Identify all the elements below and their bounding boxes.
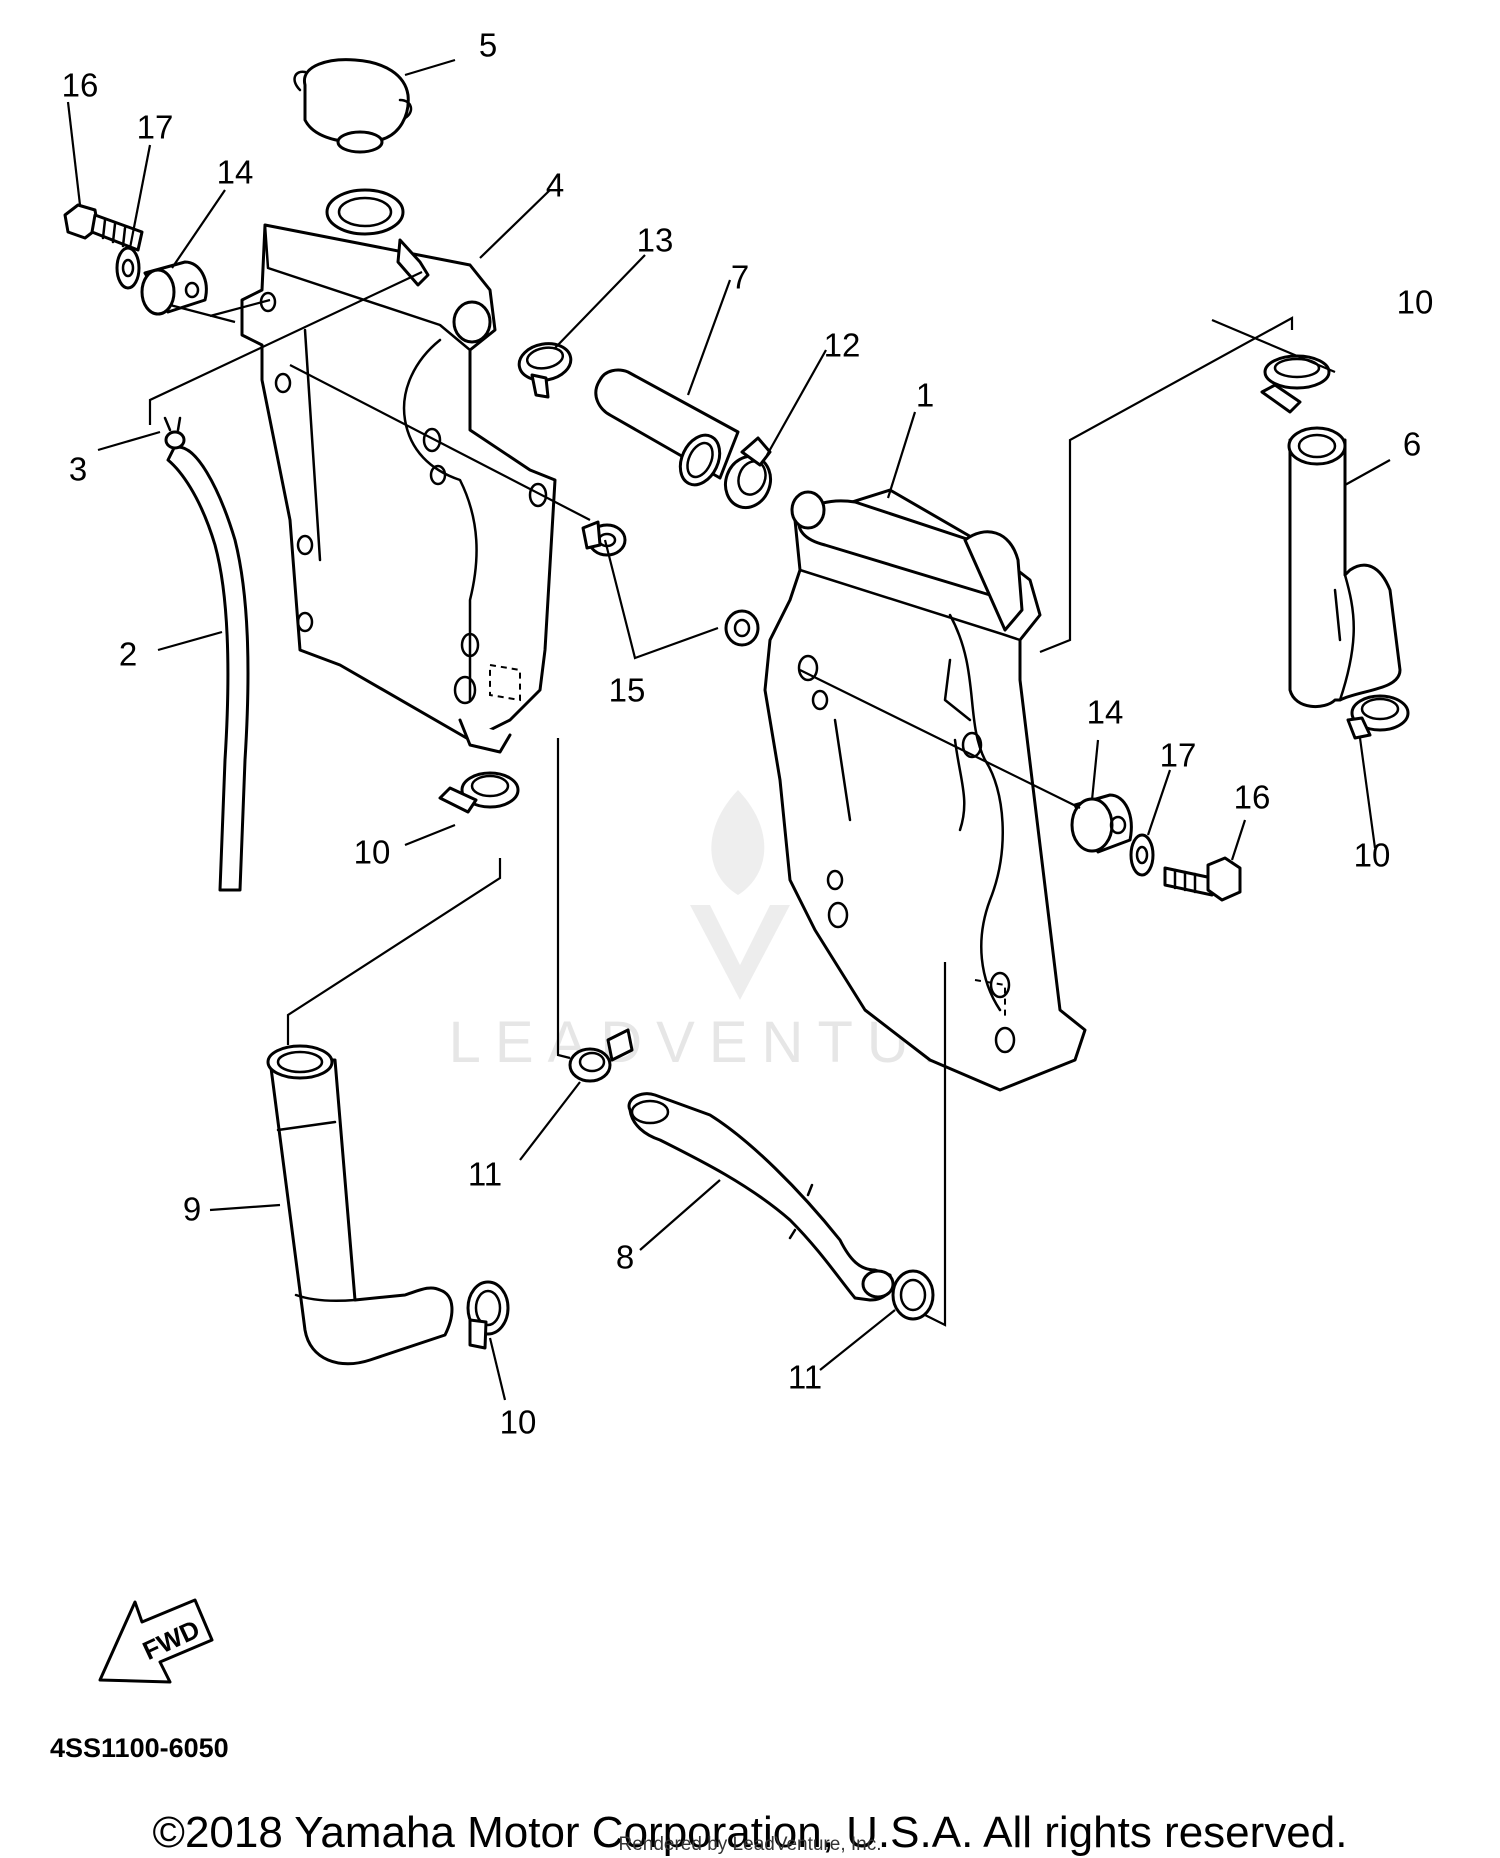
callout-10-left: 10	[354, 834, 391, 871]
radiator-right[interactable]	[763, 488, 1087, 1092]
damper-14-right[interactable]	[1070, 793, 1133, 854]
callout-1: 1	[916, 377, 934, 414]
callout-5: 5	[479, 27, 497, 64]
callout-12: 12	[824, 327, 861, 364]
callout-13: 13	[637, 222, 674, 259]
grommet-15-lower[interactable]	[724, 609, 760, 647]
callout-leaders	[66, 58, 1391, 1401]
clamp-10-bottom[interactable]	[466, 1280, 510, 1350]
callout-2: 2	[119, 636, 137, 673]
callout-10-right: 10	[1354, 837, 1391, 874]
callout-17-left: 17	[137, 109, 174, 146]
bolt-16-left[interactable]	[63, 203, 144, 252]
hose-lower-middle[interactable]	[627, 1092, 895, 1302]
clamp-11-upper[interactable]	[568, 1028, 634, 1083]
hose-straight[interactable]	[594, 368, 740, 491]
breather-hose[interactable]	[166, 445, 250, 892]
callout-14-left: 14	[217, 154, 254, 191]
callout-10-bottom: 10	[500, 1404, 537, 1441]
washer-17-right[interactable]	[1129, 833, 1155, 877]
clamp-11-lower[interactable]	[891, 1269, 935, 1321]
assembly-lines	[148, 271, 1294, 1327]
clamp-12[interactable]	[718, 436, 777, 514]
callout-8: 8	[616, 1239, 634, 1276]
grommet-15-upper[interactable]	[581, 520, 627, 557]
callout-14-right: 14	[1087, 694, 1124, 731]
clamp-13[interactable]	[516, 340, 573, 399]
callout-4: 4	[546, 167, 564, 204]
clamp-10-right[interactable]	[1346, 694, 1410, 740]
clamp-10-left[interactable]	[438, 771, 520, 814]
callout-11-upper: 11	[468, 1156, 502, 1193]
washer-17-left[interactable]	[115, 246, 141, 290]
hose-y-branch[interactable]	[1287, 426, 1402, 709]
damper-14-left[interactable]	[140, 260, 208, 316]
callout-labels: 1 2 3 4 5 6 7 8 9 10 10 10 10 11 11 12 1…	[62, 27, 1434, 1441]
callout-15: 15	[609, 672, 646, 709]
radiator-cap[interactable]	[293, 58, 413, 154]
hose-lower-left[interactable]	[266, 1044, 454, 1366]
callout-3: 3	[69, 451, 87, 488]
callout-6: 6	[1403, 426, 1421, 463]
hose-clip[interactable]	[163, 416, 186, 450]
bolt-16-right[interactable]	[1163, 856, 1242, 902]
copyright-notice: ©2018 Yamaha Motor Corporation, U.S.A. A…	[152, 1808, 1348, 1857]
radiator-left[interactable]	[240, 188, 557, 754]
diagram-code: 4SS1100-6050	[50, 1733, 229, 1763]
callout-11-lower: 11	[788, 1359, 822, 1396]
fwd-arrow-icon: FWD	[98, 1598, 214, 1684]
callout-16-right: 16	[1234, 779, 1271, 816]
callout-10-top-right: 10	[1397, 284, 1434, 321]
rendered-by-notice: Rendered by LeadVenture, Inc.	[618, 1834, 882, 1855]
callout-9: 9	[183, 1191, 201, 1228]
callout-16-left: 16	[62, 67, 99, 104]
callout-17-right: 17	[1160, 737, 1197, 774]
callout-7: 7	[731, 259, 749, 296]
